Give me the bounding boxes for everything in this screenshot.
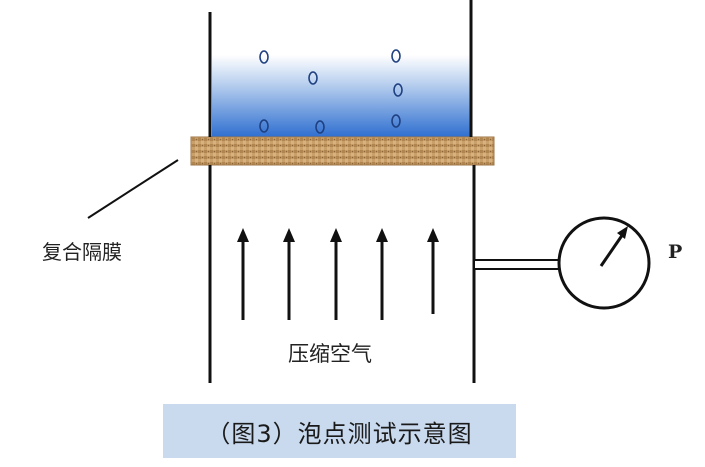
up-arrow-icon	[330, 228, 342, 320]
pressure-gauge-icon	[557, 216, 651, 310]
air-label: 压缩空气	[288, 342, 372, 366]
up-arrow-icon	[237, 228, 249, 320]
composite-membrane	[190, 136, 495, 166]
bubble-icon	[308, 71, 318, 85]
bubble-icon	[259, 50, 269, 64]
liquid-layer	[212, 55, 470, 137]
membrane-leader-line	[87, 159, 179, 219]
bubble-icon	[259, 119, 269, 133]
up-arrow-icon	[427, 228, 439, 314]
bubble-icon	[391, 49, 401, 63]
air-arrows	[237, 228, 439, 320]
up-arrow-icon	[283, 228, 295, 320]
bubbles	[259, 49, 403, 134]
membrane-label: 复合隔膜	[42, 240, 122, 264]
bubble-icon	[391, 114, 401, 128]
bubble-icon	[315, 120, 325, 134]
bubble-icon	[393, 83, 403, 97]
pressure-label: P	[668, 241, 683, 263]
gauge-pipe	[473, 259, 561, 270]
up-arrow-icon	[376, 228, 388, 320]
figure-caption: （图3）泡点测试示意图	[206, 419, 473, 448]
caption-box: （图3）泡点测试示意图	[163, 404, 516, 458]
